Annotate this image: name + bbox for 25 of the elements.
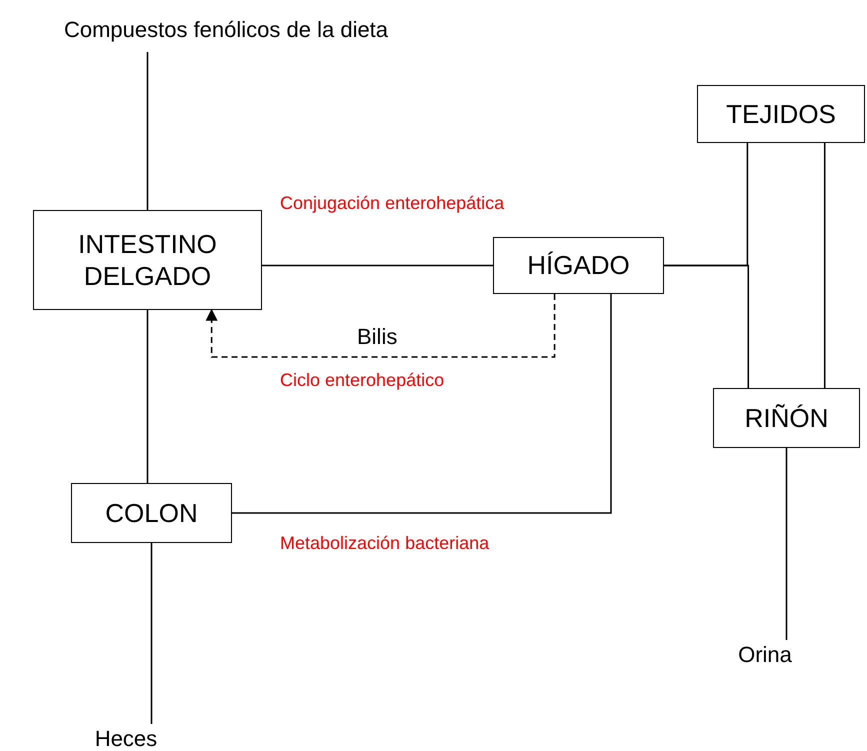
box-label: RIÑÓN (744, 402, 828, 434)
box-label: INTESTINO DELGADO (77, 228, 218, 292)
connector-line (824, 143, 826, 388)
organ-box (697, 85, 865, 143)
organ-box (713, 388, 860, 448)
connector-line (146, 52, 148, 210)
process-label: Metabolización bacteriana (280, 533, 490, 554)
text-label: Heces (90, 724, 162, 751)
connector-line (786, 448, 788, 640)
connector-line (232, 294, 612, 514)
box-label: COLON (105, 496, 198, 530)
organ-box (71, 483, 232, 543)
connector-line (262, 264, 493, 266)
organ-box (33, 210, 262, 310)
connector-line (664, 264, 750, 388)
text-label: Orina (735, 640, 795, 670)
process-label: Ciclo enterohepático (280, 370, 444, 391)
arrow (206, 294, 556, 358)
box-label: HÍGADO (527, 249, 630, 282)
connector-line (150, 543, 152, 724)
process-label: Conjugación enterohepática (280, 193, 504, 214)
connector-line (146, 310, 148, 483)
text-label: Compuestos fenólicos de la dieta (8, 14, 444, 46)
box-label: TEJIDOS (726, 98, 836, 130)
organ-box (493, 237, 664, 294)
